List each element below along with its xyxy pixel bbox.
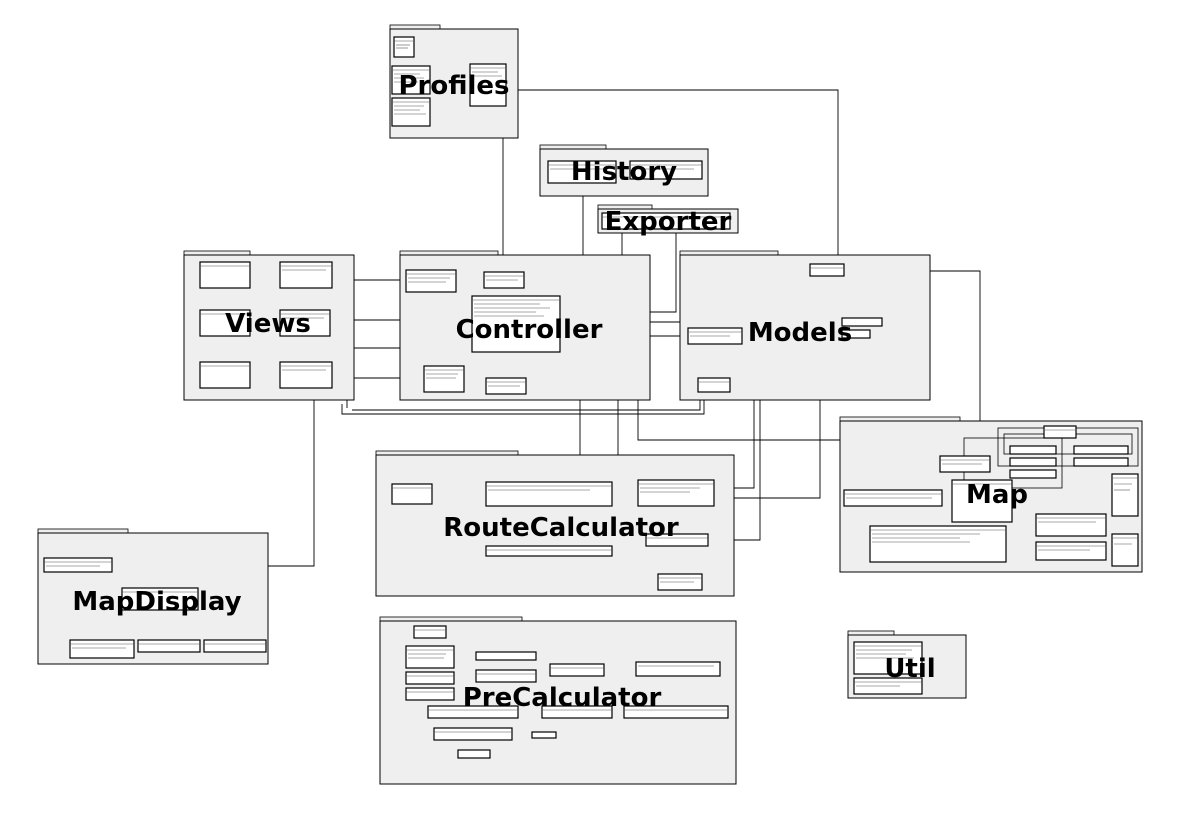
class-box xyxy=(1043,425,1077,439)
class-box xyxy=(1009,469,1057,479)
class-box xyxy=(391,483,433,505)
class-box xyxy=(475,669,537,683)
class-box xyxy=(391,65,431,95)
package-title-map: Map xyxy=(966,480,1028,510)
class-box xyxy=(531,731,557,739)
package-title-precalculator: PreCalculator xyxy=(463,683,662,713)
class-box xyxy=(485,377,527,395)
class-box xyxy=(137,639,201,653)
class-box xyxy=(1009,457,1057,467)
connector-profiles-models xyxy=(506,89,839,265)
package-title-util: Util xyxy=(884,654,935,684)
package-models: Models xyxy=(679,250,931,401)
class-box xyxy=(279,361,333,389)
class-box xyxy=(629,160,703,180)
class-box xyxy=(405,671,455,685)
class-box xyxy=(433,727,513,741)
class-box xyxy=(869,525,1007,563)
class-box xyxy=(203,639,267,653)
class-box xyxy=(635,661,721,677)
class-box xyxy=(853,677,923,695)
class-box xyxy=(1035,513,1107,537)
class-box xyxy=(1073,457,1129,467)
package-title-controller: Controller xyxy=(456,315,603,345)
class-box xyxy=(549,663,605,677)
class-box xyxy=(841,329,871,339)
package-controller: Controller xyxy=(399,250,651,401)
class-box xyxy=(405,645,455,669)
class-box xyxy=(939,455,991,473)
class-box xyxy=(199,261,251,289)
package-title-models: Models xyxy=(748,318,852,348)
package-title-routecalculator: RouteCalculator xyxy=(443,513,679,543)
connector-views-models-1 xyxy=(341,390,705,415)
class-box xyxy=(427,705,519,719)
class-box xyxy=(645,533,709,547)
package-title-views: Views xyxy=(225,309,311,339)
class-box xyxy=(1009,445,1057,455)
class-box xyxy=(853,641,923,675)
package-util: Util xyxy=(847,630,967,699)
package-routecalculator: RouteCalculator xyxy=(375,450,735,597)
class-box xyxy=(1111,473,1139,517)
class-box xyxy=(541,705,613,719)
class-box xyxy=(393,36,415,58)
class-box xyxy=(413,625,447,639)
class-box xyxy=(601,212,731,230)
package-history: History xyxy=(539,144,709,197)
class-box xyxy=(199,309,251,337)
class-box xyxy=(43,557,113,573)
class-box xyxy=(485,481,613,507)
package-mapdisplay: MapDisplay xyxy=(37,528,269,665)
class-box xyxy=(697,377,731,393)
package-exporter: Exporter xyxy=(597,204,739,237)
class-box xyxy=(405,269,457,293)
package-precalculator: PreCalculator xyxy=(379,616,737,785)
class-box xyxy=(121,587,199,611)
package-title-exporter: Exporter xyxy=(605,207,732,237)
class-box xyxy=(623,705,729,719)
class-box xyxy=(391,97,431,127)
class-box xyxy=(485,545,613,557)
package-title-history: History xyxy=(571,157,677,187)
package-map: Map xyxy=(839,416,1143,573)
package-profiles: Profiles xyxy=(389,24,519,139)
class-box xyxy=(547,160,617,184)
class-box xyxy=(279,261,333,289)
class-box xyxy=(841,317,883,327)
class-box xyxy=(469,63,507,107)
class-box xyxy=(69,639,135,659)
class-box xyxy=(1035,541,1107,561)
class-box xyxy=(657,573,703,591)
class-box xyxy=(457,749,491,759)
package-views: Views xyxy=(183,250,355,401)
package-title-mapdisplay: MapDisplay xyxy=(72,587,241,617)
class-box xyxy=(405,687,455,701)
class-box xyxy=(1111,533,1139,567)
class-box xyxy=(687,327,743,345)
class-box xyxy=(637,479,715,507)
class-box xyxy=(483,271,525,289)
class-box xyxy=(471,295,561,353)
class-box xyxy=(843,489,943,507)
class-box xyxy=(1073,445,1129,455)
package-title-profiles: Profiles xyxy=(398,71,509,101)
class-box xyxy=(951,479,1013,523)
class-box xyxy=(199,361,251,389)
class-box xyxy=(809,263,845,277)
class-box xyxy=(279,309,331,337)
class-box xyxy=(475,651,537,661)
class-box xyxy=(423,365,465,393)
